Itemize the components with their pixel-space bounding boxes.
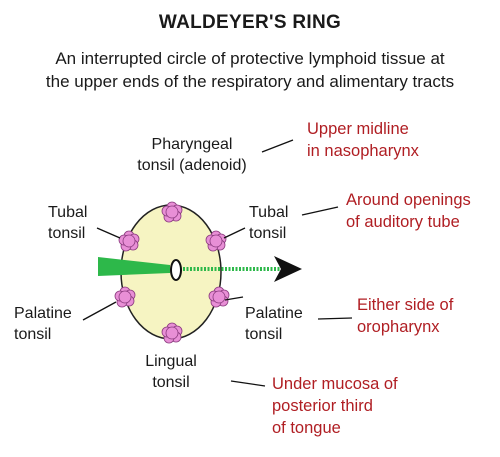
- leader-desc-pharyngeal: [261, 139, 294, 153]
- leader-desc-lingual: [230, 380, 266, 387]
- desc-lingual-line-1: Under mucosa of: [272, 375, 398, 393]
- airway-wedge: [98, 257, 170, 276]
- label-tubal-right-line-2: tonsil: [249, 225, 287, 242]
- desc-lingual-line-2: posterior third: [272, 397, 373, 415]
- leader-tubal-left: [96, 227, 121, 239]
- label-pharyngeal-line-2: tonsil (adenoid): [137, 157, 247, 174]
- label-lingual-line-2: tonsil: [152, 374, 190, 391]
- leader-tubal-right: [223, 227, 246, 239]
- label-lingual-tonsil: Lingual tonsil: [135, 351, 207, 393]
- desc-pharyngeal-line-1: Upper midline: [307, 120, 409, 138]
- label-palatine-left-line-1: Palatine: [14, 305, 72, 322]
- desc-tubal-line-2: of auditory tube: [346, 213, 460, 231]
- diagram-title: WALDEYER'S RING: [158, 12, 342, 33]
- diagram-subtitle: An interrupted circle of protective lymp…: [0, 47, 500, 93]
- arrow-head: [274, 256, 302, 282]
- label-tubal-right-line-1: Tubal: [249, 204, 289, 221]
- label-tubal-tonsil-left: Tubal tonsil: [48, 202, 87, 244]
- subtitle-line-1: An interrupted circle of protective lymp…: [55, 49, 445, 68]
- label-tubal-tonsil-right: Tubal tonsil: [249, 202, 288, 244]
- label-pharyngeal-tonsil: Pharyngeal tonsil (adenoid): [125, 134, 259, 176]
- desc-lingual: Under mucosa of posterior third of tongu…: [272, 373, 398, 439]
- desc-pharyngeal-line-2: in nasopharynx: [307, 142, 419, 160]
- desc-palatine-line-2: oropharynx: [357, 318, 440, 336]
- label-palatine-left-line-2: tonsil: [14, 326, 52, 343]
- desc-palatine-line-1: Either side of: [357, 296, 454, 314]
- palatine-tonsil-left-blob: [114, 286, 136, 308]
- pharynx-opening: [170, 259, 182, 281]
- tubal-tonsil-left-blob: [118, 230, 140, 252]
- leader-palatine-left: [82, 301, 117, 321]
- label-tubal-left-line-2: tonsil: [48, 225, 86, 242]
- desc-pharyngeal: Upper midline in nasopharynx: [307, 118, 419, 162]
- label-pharyngeal-line-1: Pharyngeal: [151, 136, 233, 153]
- label-palatine-tonsil-left: Palatine tonsil: [14, 303, 72, 345]
- label-tubal-left-line-1: Tubal: [48, 204, 88, 221]
- subtitle-line-2: the upper ends of the respiratory and al…: [45, 72, 455, 91]
- label-palatine-right-line-1: Palatine: [245, 305, 303, 322]
- label-palatine-tonsil-right: Palatine tonsil: [245, 303, 303, 345]
- label-palatine-right-line-2: tonsil: [245, 326, 283, 343]
- desc-tubal-line-1: Around openings: [346, 191, 471, 209]
- leader-desc-palatine: [317, 317, 353, 320]
- leader-palatine-right: [224, 296, 244, 301]
- desc-tubal: Around openings of auditory tube: [346, 189, 471, 233]
- leader-desc-tubal: [301, 206, 339, 216]
- label-lingual-line-1: Lingual: [145, 353, 197, 370]
- desc-lingual-line-3: of tongue: [272, 419, 341, 437]
- desc-palatine: Either side of oropharynx: [357, 294, 453, 338]
